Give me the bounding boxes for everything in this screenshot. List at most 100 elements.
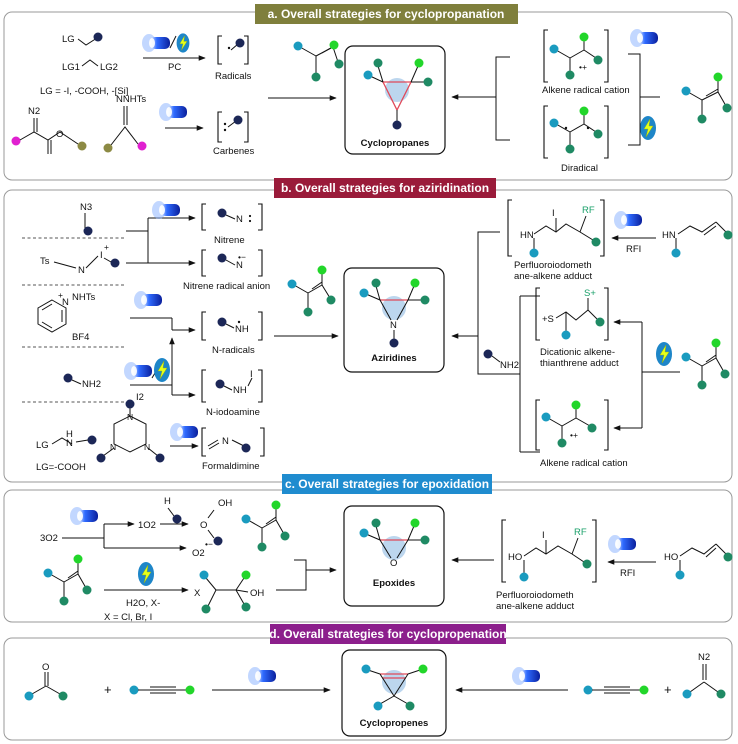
nitrene-n: N	[236, 214, 243, 225]
plus-sign-2: +	[664, 682, 672, 697]
rfi-label-c: RFI	[620, 568, 635, 579]
pfi-adduct-label-c-2: ane-alkene adduct	[496, 601, 575, 612]
diradical-label: Diradical	[561, 163, 598, 174]
allyl-alcohol-ho: HO	[664, 552, 678, 563]
pyridinium-n: N	[62, 297, 69, 308]
lg-definition: LG = -I, -COOH, -[Si]	[40, 86, 128, 97]
ts-label: Ts	[40, 256, 50, 267]
lg2-label: LG2	[100, 62, 118, 73]
radical-precursor-dot	[93, 32, 103, 42]
iodine-i2-label: I2	[136, 392, 144, 403]
nitrene-label: Nitrene	[214, 235, 245, 246]
n-radicals-label: N-radicals	[212, 345, 255, 356]
diazo-n2-label: N2	[28, 106, 40, 117]
pfi-adduct-label-b-2: ane-alkene adduct	[514, 271, 593, 282]
lg-label-b: LG	[36, 440, 49, 451]
nitrene-anion-charge: •−	[238, 252, 246, 262]
x-definition: X = Cl, Br, I	[104, 612, 152, 623]
panel-a-title: a. Overall strategies for cyclopropanati…	[268, 7, 505, 21]
lightning-icon	[639, 115, 657, 141]
lg-definition-b: LG=-COOH	[36, 462, 86, 473]
rf-label-b: RF	[582, 205, 595, 216]
hydroperoxide-oh: OH	[218, 498, 232, 509]
ho-label: HO	[508, 552, 522, 563]
nnhts-label: NNHTs	[116, 94, 146, 105]
nitrene-radical-anion-label: Nitrene radical anion	[183, 281, 270, 292]
olive-dot	[77, 141, 87, 151]
panel-d: d. Overall strategies for cyclopropenati…	[3, 624, 733, 741]
water-halide-label: H2O, X-	[126, 598, 160, 609]
panel-b: b. Overall strategies for aziridination …	[3, 178, 733, 483]
amine-nh2-label: NH2	[82, 379, 101, 390]
lightning-icon	[176, 33, 190, 53]
bf4-label: BF4	[72, 332, 89, 343]
formaldimine-n: N	[222, 436, 229, 447]
formaldimine-label: Formaldimine	[202, 461, 260, 472]
plus-sign-1: +	[104, 682, 112, 697]
triazinane-n1: N	[127, 412, 133, 422]
pfi-adduct-label-c: Perfluoroiodometh	[496, 590, 574, 601]
superoxide-charge: •−	[205, 539, 213, 549]
rf-label-c: RF	[574, 527, 587, 538]
alkene-radical-cation-label: Alkene radical cation	[542, 85, 630, 96]
adduct-i-c: I	[542, 530, 545, 541]
azide-n3-label: N3	[80, 202, 92, 213]
panel-b-title-box	[274, 178, 496, 198]
epoxide-o: O	[390, 558, 397, 569]
aziridine-nh2-label: NH2	[500, 360, 519, 371]
lightning-icon	[137, 561, 155, 587]
diazo-n2-label-d: N2	[698, 652, 710, 663]
pfi-adduct-label-b: Perfluoroiodometh	[514, 260, 592, 271]
ketone-o: O	[42, 662, 49, 673]
pc-label: PC	[168, 62, 181, 73]
panel-c: c. Overall strategies for epoxidation 3O…	[3, 474, 733, 623]
panel-c-title-box	[282, 474, 492, 494]
panel-d-title: d. Overall strategies for cyclopropenati…	[269, 627, 506, 641]
singlet-oxygen-label: 1O2	[138, 520, 156, 531]
lg1-label: LG1	[62, 62, 80, 73]
adduct-i-b: I	[552, 208, 555, 219]
ester-o: O	[56, 129, 63, 140]
alkene-radical-cation-label-b: Alkene radical cation	[540, 458, 628, 469]
thianthrene-s2: S+	[584, 288, 596, 299]
n-iodoamine-label: N-iodoamine	[206, 407, 260, 418]
magenta-dot	[11, 136, 21, 146]
iodoamine-i: I	[250, 369, 253, 380]
pyridinium-charge: +	[58, 290, 63, 300]
panel-a: a. Overall strategies for cyclopropanati…	[3, 4, 733, 181]
epoxides-label: Epoxides	[373, 578, 415, 589]
oh-label: OH	[250, 588, 264, 599]
hydroperoxide-o: O	[200, 520, 207, 531]
panel-d-title-box	[270, 624, 506, 644]
triazinane-n2: N	[110, 442, 116, 452]
radical-cation-charge: •+	[579, 62, 587, 72]
iminoiodinane-n: N	[78, 265, 85, 276]
iodoamine-nh: NH	[233, 385, 247, 396]
thianthrene-s1: +S	[542, 314, 554, 325]
aziridines-label: Aziridines	[371, 353, 416, 364]
hn-label: HN	[520, 230, 534, 241]
iodine-charge: +	[104, 242, 109, 252]
lg-label: LG	[62, 34, 75, 45]
nradical-nh: NH	[235, 324, 249, 335]
lg-amine-n: N	[66, 438, 73, 449]
nhts-label: NHTs	[72, 292, 95, 303]
lg-amine-h: H	[66, 429, 73, 440]
radical-cation-charge-b: •+	[570, 430, 578, 440]
h-label: H	[164, 496, 171, 507]
triazinane-n3: N	[144, 442, 150, 452]
panel-b-title: b. Overall strategies for aziridination	[281, 181, 489, 195]
panel-c-title: c. Overall strategies for epoxidation	[285, 477, 489, 491]
dicationic-label-2: thianthrene adduct	[540, 358, 619, 369]
nitrene-anion-n: N	[236, 260, 243, 271]
aziridine-n: N	[390, 320, 397, 331]
superoxide-label: O2	[192, 548, 205, 559]
x-label: X	[194, 588, 201, 599]
triplet-oxygen-label: 3O2	[40, 533, 58, 544]
radicals-label: Radicals	[215, 71, 252, 82]
cyclopropanes-label: Cyclopropanes	[361, 138, 430, 149]
lightning-icon	[655, 341, 673, 367]
allylamine-hn: HN	[662, 230, 676, 241]
carbenes-label: Carbenes	[213, 146, 254, 157]
